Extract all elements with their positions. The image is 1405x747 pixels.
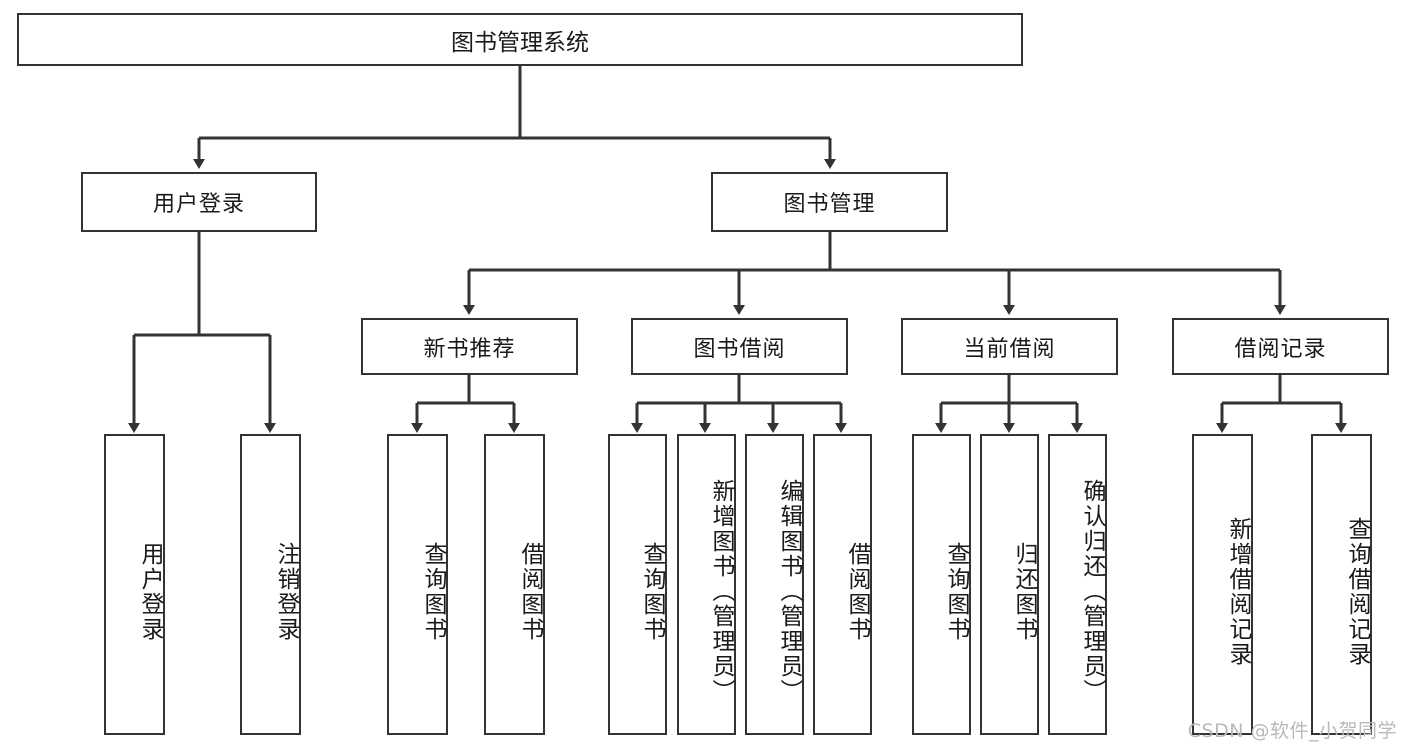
leaf-borrow-book-recommend[interactable]: 借阅图书	[484, 434, 545, 735]
leaf-logout[interactable]: 注销登录	[240, 434, 301, 735]
node-user-login[interactable]: 用户登录	[81, 172, 317, 232]
node-label: 归还图书	[1011, 541, 1037, 642]
node-label: 注销登录	[273, 541, 299, 642]
node-label: 用户登录	[152, 192, 245, 217]
leaf-edit-book-admin[interactable]: 编辑图书（管理员）	[745, 434, 804, 735]
node-label: 用户登录	[137, 541, 163, 642]
csdn-watermark: CSDN @软件_小贺同学	[1187, 720, 1397, 742]
node-label: 查询借阅记录	[1344, 516, 1370, 667]
node-label: 新增图书（管理员）	[708, 479, 734, 704]
leaf-add-book-admin[interactable]: 新增图书（管理员）	[677, 434, 736, 735]
node-book-borrow[interactable]: 图书借阅	[631, 318, 848, 375]
leaf-return-book[interactable]: 归还图书	[980, 434, 1039, 735]
leaf-query-borrow-record[interactable]: 查询借阅记录	[1311, 434, 1372, 735]
node-label: 编辑图书（管理员）	[776, 479, 802, 704]
node-borrow-records[interactable]: 借阅记录	[1172, 318, 1389, 375]
leaf-query-book-current[interactable]: 查询图书	[912, 434, 971, 735]
leaf-query-book-recommend[interactable]: 查询图书	[387, 434, 448, 735]
node-book-management[interactable]: 图书管理	[711, 172, 948, 232]
node-current-borrow[interactable]: 当前借阅	[901, 318, 1118, 375]
node-label: 借阅图书	[844, 541, 870, 642]
leaf-add-borrow-record[interactable]: 新增借阅记录	[1192, 434, 1253, 735]
node-root-system[interactable]: 图书管理系统	[17, 13, 1023, 66]
leaf-user-login[interactable]: 用户登录	[104, 434, 165, 735]
node-label: 新书推荐	[423, 336, 516, 362]
node-label: 当前借阅	[963, 336, 1056, 362]
node-label: 图书借阅	[693, 336, 786, 362]
node-label: 确认归还（管理员）	[1079, 479, 1105, 704]
node-label: 借阅记录	[1234, 336, 1327, 362]
node-label: 查询图书	[943, 541, 969, 642]
node-new-book-recommend[interactable]: 新书推荐	[361, 318, 578, 375]
node-label: 借阅图书	[517, 541, 543, 642]
node-label: 查询图书	[639, 541, 665, 642]
leaf-borrow-book[interactable]: 借阅图书	[813, 434, 872, 735]
node-label: 新增借阅记录	[1225, 516, 1251, 667]
leaf-confirm-return-admin[interactable]: 确认归还（管理员）	[1048, 434, 1107, 735]
node-label: 图书管理	[783, 192, 876, 217]
node-label: 图书管理系统	[451, 29, 589, 56]
node-label: 查询图书	[420, 541, 446, 642]
leaf-query-book-borrow[interactable]: 查询图书	[608, 434, 667, 735]
